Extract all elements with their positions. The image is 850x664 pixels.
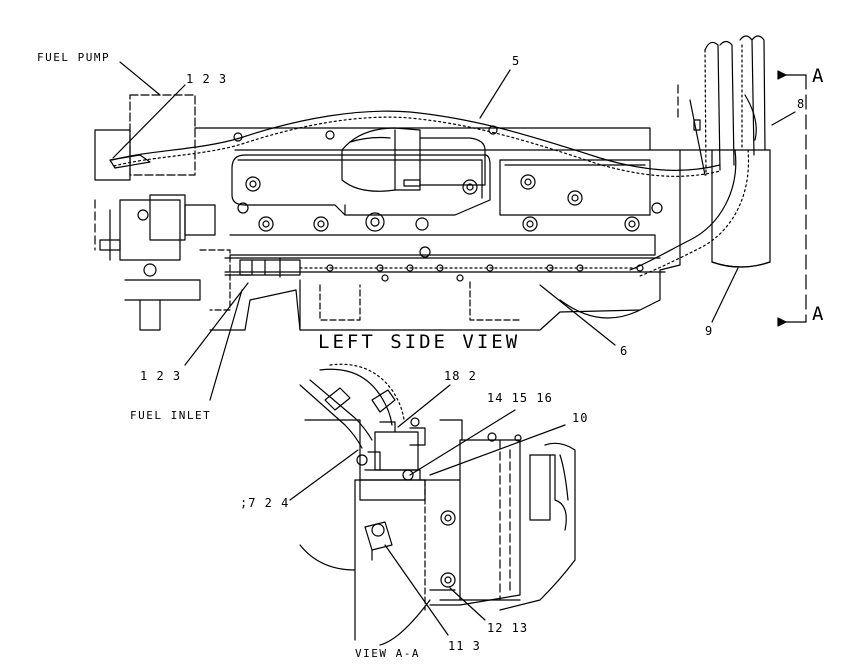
engine-block-outline <box>194 127 681 331</box>
fuel-pump-label: FUEL PUMP <box>37 51 111 64</box>
leaders-upper <box>112 61 796 401</box>
mounting-block <box>359 479 426 501</box>
callout-9: 9 <box>705 324 714 338</box>
view-aa-title: VIEW A-A <box>355 647 420 660</box>
callout-1-2-3-bottom: 1 2 3 <box>140 369 182 383</box>
fuel-inlet-label: FUEL INLET <box>130 409 212 422</box>
fuel-filter <box>679 149 771 268</box>
callout-5: 5 <box>512 54 521 68</box>
vertical-hoses <box>689 35 766 176</box>
hose-upper-left <box>299 384 363 449</box>
section-a-bottom-label: A <box>812 303 825 325</box>
view-aa-detail <box>299 363 576 646</box>
fuel-line-5 <box>111 110 721 171</box>
callout-7-2-4: ;7 2 4 <box>240 496 290 510</box>
section-a-top-label: A <box>812 65 825 87</box>
engine-left-side-view <box>94 35 807 331</box>
valve-body <box>374 431 419 471</box>
fuel-line-9 <box>629 149 737 271</box>
callout-8: 8 <box>797 97 806 111</box>
callout-6: 6 <box>620 344 629 358</box>
left-side-view-title: LEFT SIDE VIEW <box>318 331 521 353</box>
valve-cover <box>231 154 491 216</box>
breather <box>341 127 421 192</box>
callout-14-15-16: 14 15 16 <box>487 391 553 405</box>
leaders-view-aa <box>289 384 566 636</box>
callout-10: 10 <box>572 411 589 425</box>
callout-1-2-3-top: 1 2 3 <box>186 72 228 86</box>
callout-18-2: 18 2 <box>444 369 477 383</box>
callout-12-13: 12 13 <box>487 621 529 635</box>
callout-11-3: 11 3 <box>448 639 481 653</box>
inlet-fitting <box>239 259 301 276</box>
